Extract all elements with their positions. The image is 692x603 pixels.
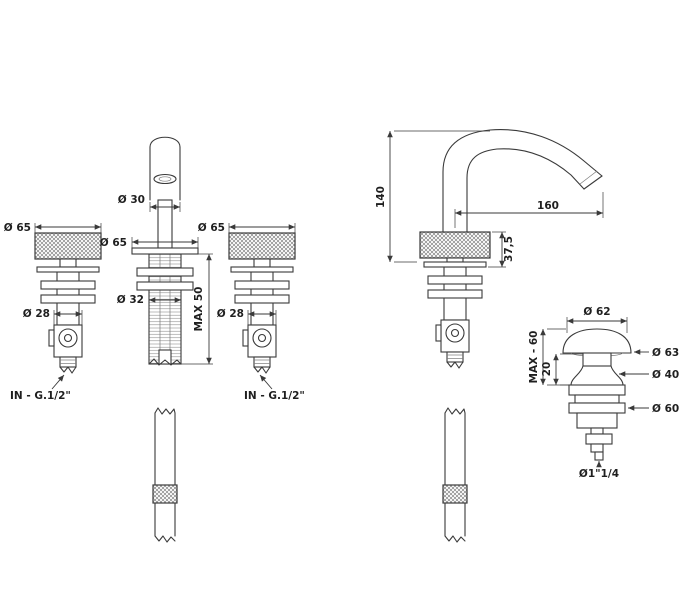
dim-spout-max-panel: MAX 50 [193,287,205,332]
dim-drain-thread: Ø1"1/4 [579,468,619,480]
handle-right-view: Ø 65 Ø 28 IN - G.1/2" [198,222,305,402]
drain-view: Ø 62 MAX - 60 20 Ø 63 Ø 40 Ø 60 Ø1"1/4 [528,306,679,480]
dim-drain-cap-lift: 20 [541,362,553,377]
dim-spout-outlet: Ø 30 [118,194,145,206]
dim-spout-shank: Ø 32 [117,294,144,306]
handle-left-view: Ø 65 Ø 28 IN - G.1/2" [4,222,102,402]
dim-drain-max-height: MAX - 60 [528,331,540,384]
dim-handle-right-knob: Ø 65 [198,222,225,234]
dim-handle-left-knob: Ø 65 [4,222,31,234]
dim-spout-height: 140 [375,186,387,208]
dim-handle-left-body: Ø 28 [23,308,50,320]
dim-handle-right-body: Ø 28 [217,308,244,320]
spout-front-view: Ø 30 Ø 65 Ø 32 MAX 50 [100,136,213,543]
dim-drain-mid: Ø 40 [652,369,679,381]
label-handle-right-inlet: IN - G.1/2" [244,390,305,402]
dim-drain-cap: Ø 63 [652,347,679,359]
dim-spout-base-height: 37,5 [503,236,515,262]
dim-spout-reach: 160 [537,200,559,212]
dim-drain-cap-top: Ø 62 [583,306,610,318]
label-handle-left-inlet: IN - G.1/2" [10,390,71,402]
dim-drain-body: Ø 60 [652,403,679,415]
spout-side-view: 140 160 37,5 [375,129,604,543]
dim-spout-flange: Ø 65 [100,237,127,249]
